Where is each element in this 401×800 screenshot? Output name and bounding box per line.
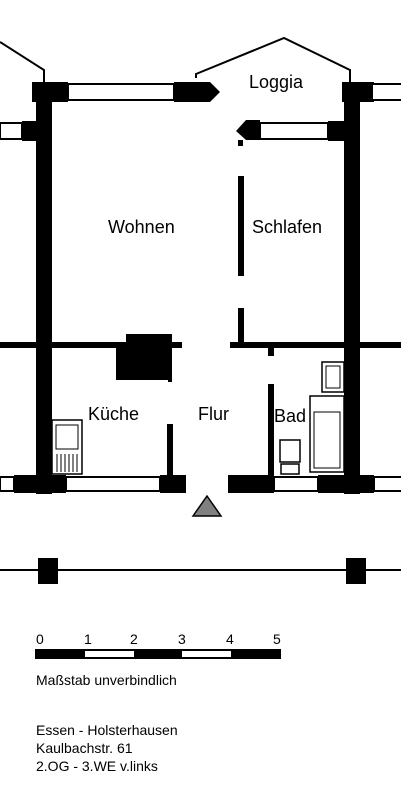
partition-lower bbox=[238, 308, 244, 346]
address-line-street: Kaulbachstr. 61 bbox=[36, 740, 133, 756]
bathtub-inner bbox=[313, 411, 341, 469]
scale-tick-4: 4 bbox=[226, 631, 234, 647]
address-block: Essen - Holsterhausen Kaulbachstr. 61 2.… bbox=[36, 721, 178, 775]
left-outer-wall-stub bbox=[22, 121, 42, 141]
room-label-schlafen: Schlafen bbox=[252, 217, 322, 237]
toilet-seat bbox=[280, 463, 300, 475]
scale-note: Maßstab unverbindlich bbox=[36, 672, 177, 688]
kitchen-stove-top bbox=[55, 424, 79, 450]
schlafen-top-wall bbox=[328, 121, 348, 141]
loggia-door-arrow bbox=[194, 82, 220, 102]
top-wall-left bbox=[32, 82, 68, 102]
mid-wall-right-outer bbox=[360, 342, 401, 348]
entrance-marker bbox=[191, 494, 223, 517]
room-label-wohnen: Wohnen bbox=[108, 217, 175, 237]
top-wall-right bbox=[342, 82, 374, 102]
address-line-unit: 2.OG - 3.WE v.links bbox=[36, 758, 158, 774]
scale-tick-1: 1 bbox=[84, 631, 92, 647]
schlafen-window bbox=[259, 122, 329, 140]
chimney-stub bbox=[168, 346, 172, 382]
toilet-tank bbox=[279, 439, 301, 463]
scale-tick-2: 2 bbox=[130, 631, 138, 647]
top-right-window bbox=[371, 83, 401, 101]
kitchen-wall-stub bbox=[167, 424, 173, 476]
chimney-block bbox=[126, 334, 172, 348]
address-line-city: Essen - Holsterhausen bbox=[36, 722, 178, 738]
kitchen-stove-grill bbox=[56, 454, 78, 472]
schlafen-door-arrow bbox=[236, 120, 260, 140]
left-outer-wall bbox=[36, 82, 52, 494]
chimney-block-lower bbox=[116, 346, 172, 380]
scale-tick-0: 0 bbox=[36, 631, 44, 647]
scale-bar bbox=[35, 649, 281, 659]
mid-wall-left bbox=[52, 342, 182, 348]
scale-tick-3: 3 bbox=[178, 631, 186, 647]
bottom-wall-right bbox=[318, 475, 374, 493]
scale-tick-5: 5 bbox=[273, 631, 281, 647]
partition-upper bbox=[238, 140, 243, 146]
lower-pillar-right bbox=[346, 558, 366, 584]
bottom-right-window-outer bbox=[373, 476, 401, 492]
bathroom-sink-basin bbox=[325, 365, 341, 389]
room-label-flur: Flur bbox=[198, 404, 229, 424]
partition-main bbox=[238, 176, 244, 276]
bottom-left-window-outer bbox=[0, 476, 15, 492]
mid-wall-right bbox=[230, 342, 344, 348]
left-outer-window bbox=[0, 122, 23, 140]
bad-wall-top-stub bbox=[268, 346, 274, 356]
mid-wall-left-outer bbox=[0, 342, 36, 348]
bottom-wall-mid-right bbox=[228, 475, 274, 493]
room-label-kueche: Küche bbox=[88, 404, 139, 424]
room-label-bad: Bad bbox=[274, 406, 306, 426]
bad-window bbox=[273, 476, 319, 492]
lower-pillar-left bbox=[38, 558, 58, 584]
loggia-outline bbox=[195, 36, 351, 88]
bottom-wall-left bbox=[14, 475, 66, 493]
bottom-wall-mid-left bbox=[160, 475, 186, 493]
room-label-loggia: Loggia bbox=[249, 72, 304, 92]
top-window bbox=[67, 83, 175, 101]
top-wall-mid bbox=[174, 82, 196, 102]
left-balcony-outline bbox=[0, 41, 45, 82]
kitchen-window bbox=[65, 476, 161, 492]
bad-left-wall bbox=[268, 384, 274, 476]
right-outer-wall bbox=[344, 82, 360, 494]
